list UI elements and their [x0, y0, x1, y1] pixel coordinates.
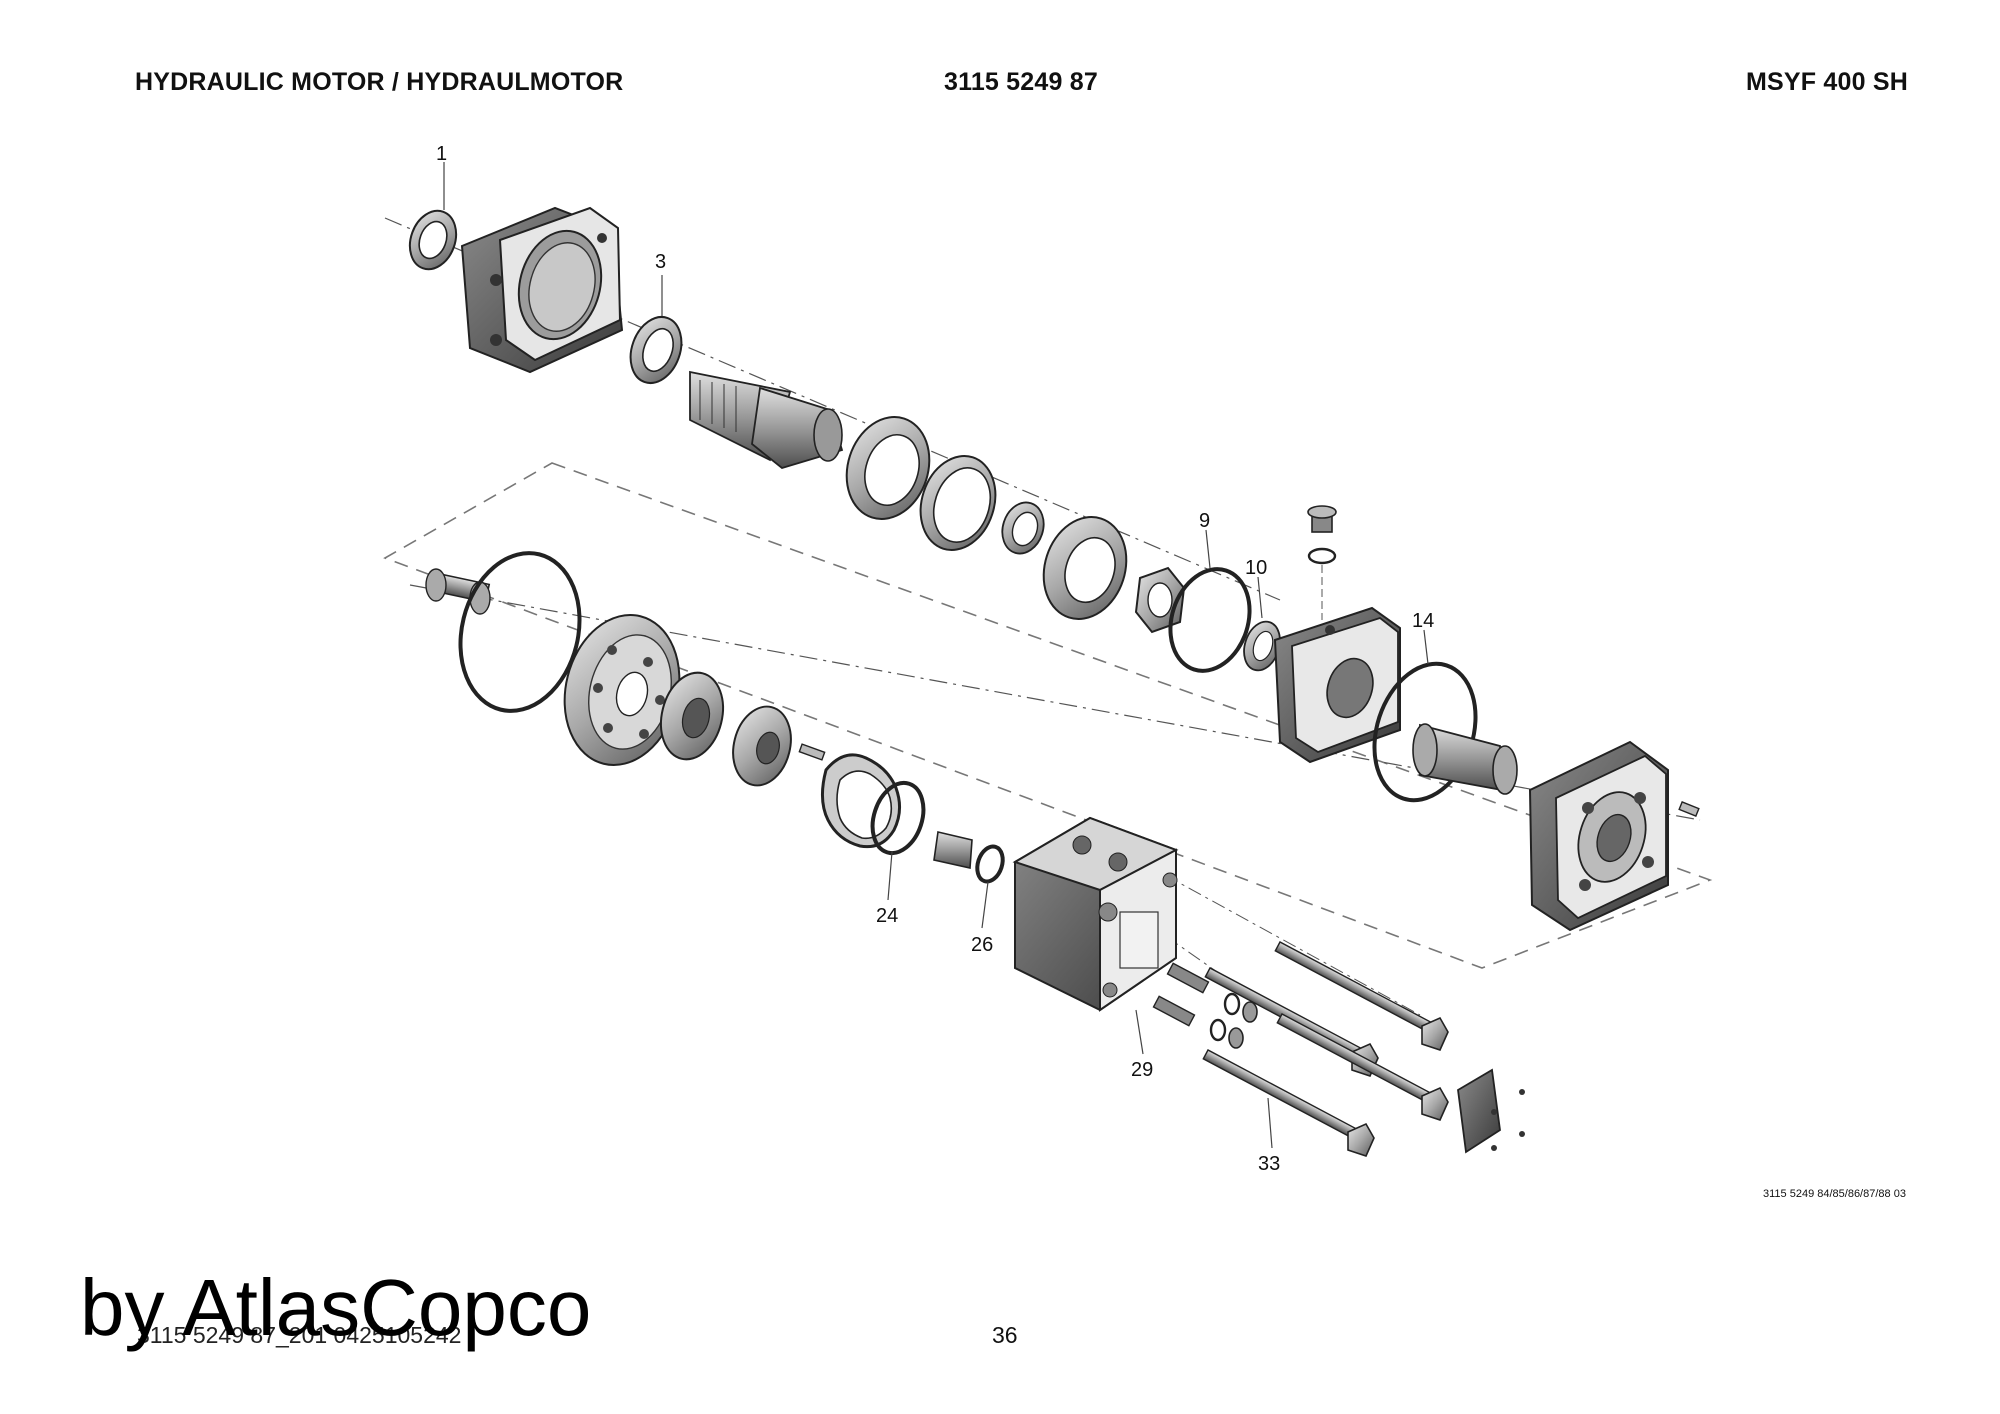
upper-axis — [384, 217, 1281, 601]
callout-29: 29 — [1131, 1059, 1153, 1081]
watermark: by AtlasCopco — [80, 1263, 592, 1352]
o-ring-24 — [870, 780, 926, 856]
callout-1: 1 — [436, 143, 447, 165]
ball-bearing — [845, 416, 931, 520]
bolt-4 — [1202, 1049, 1375, 1157]
callout-33: 33 — [1258, 1153, 1280, 1175]
dowel-pin — [1678, 801, 1700, 817]
o-ring-9 — [1168, 567, 1252, 673]
bleed-plug — [1307, 505, 1337, 620]
o-ring-large — [458, 551, 582, 713]
bearing-flange-plate — [1273, 606, 1401, 764]
bolt-1 — [1274, 941, 1449, 1051]
relief-valve-springs — [1152, 962, 1258, 1049]
assembly-boundary — [383, 462, 1713, 969]
model-name: MSYF 400 SH — [1746, 68, 1908, 96]
tapered-bearing — [1042, 516, 1128, 620]
valve-housing — [1012, 816, 1179, 1012]
check-valve-sleeve — [933, 831, 973, 869]
valve-axis-2 — [1164, 874, 1421, 1016]
callout-24: 24 — [876, 905, 898, 927]
drive-pinion — [425, 568, 491, 615]
document-code: 3115 5249 87_201 0425105242 — [137, 1322, 462, 1348]
shaft-seal-ring — [408, 209, 458, 271]
valve-plate — [732, 705, 792, 787]
page-title: HYDRAULIC MOTOR / HYDRAULMOTOR — [135, 68, 624, 96]
small-pin — [798, 743, 826, 761]
gerotor-stator — [563, 614, 681, 766]
page-number: 36 — [992, 1322, 1018, 1348]
output-shaft — [689, 370, 844, 469]
drawing-reference-code: 3115 5249 84/85/86/87/88 03 — [1763, 1188, 1906, 1200]
gerotor-rotor — [660, 671, 724, 761]
callout-10: 10 — [1245, 557, 1267, 579]
housing-bolts — [1202, 941, 1449, 1157]
callout-9: 9 — [1199, 510, 1210, 532]
front-flange-housing — [460, 206, 624, 374]
callout-3: 3 — [655, 251, 666, 273]
cardan-shaft — [1412, 723, 1518, 795]
rear-end-cover — [1528, 740, 1669, 932]
leader-lines — [443, 162, 1429, 1149]
callout-14: 14 — [1412, 610, 1434, 632]
bearing-race — [919, 455, 997, 551]
part-number: 3115 5249 87 — [944, 68, 1098, 96]
spacer-ring — [1001, 501, 1045, 555]
o-ring-26 — [975, 844, 1005, 884]
radial-shaft-seal — [629, 316, 683, 384]
callout-26: 26 — [971, 934, 993, 956]
cover-plate — [1457, 1068, 1525, 1154]
bolt-3 — [1276, 1013, 1449, 1121]
